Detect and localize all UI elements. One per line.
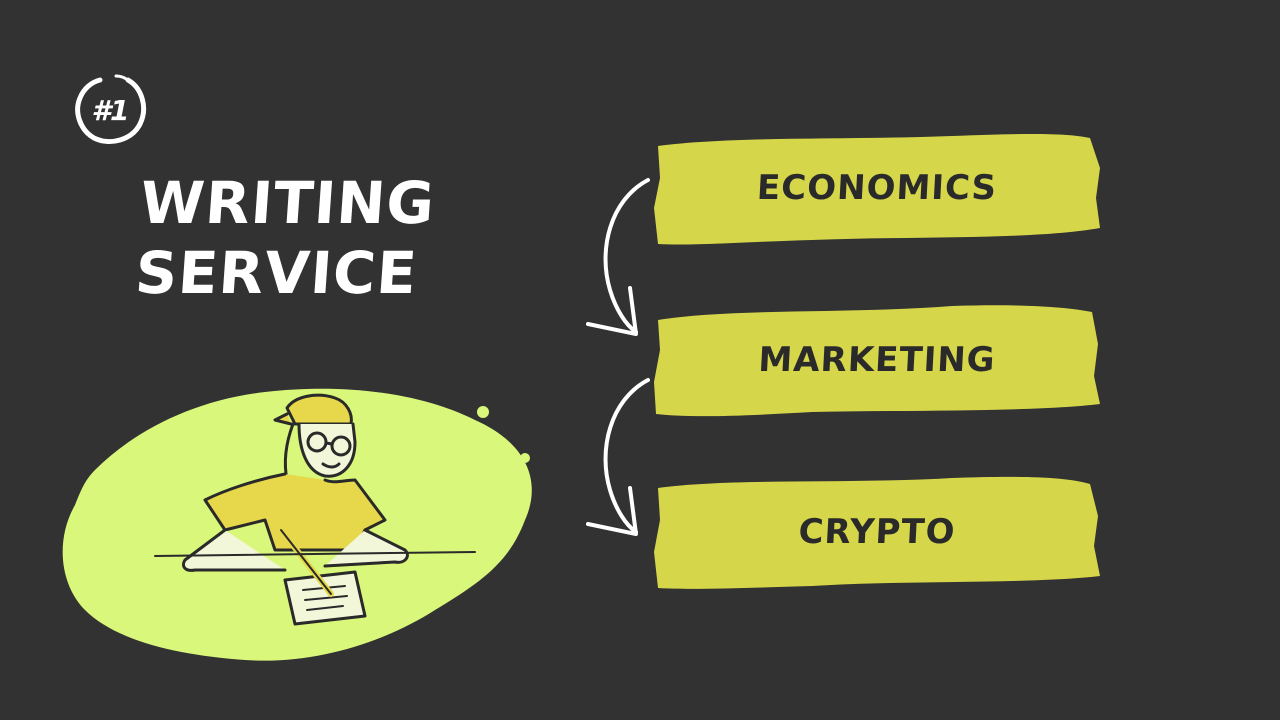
brush-stroke: [654, 476, 1100, 589]
topic-label: ECONOMICS: [755, 168, 999, 208]
person-icon: [154, 393, 476, 626]
badge-number: #1: [91, 93, 130, 127]
topic-crypto: CRYPTO: [652, 472, 1102, 592]
topic-label: MARKETING: [757, 340, 997, 380]
writer-illustration: [62, 388, 532, 661]
title-line-1: WRITING: [138, 169, 438, 237]
brush-stroke: [654, 305, 1100, 417]
topic-economics: ECONOMICS: [652, 128, 1102, 248]
page-title: WRITING SERVICE: [133, 168, 463, 308]
topic-marketing: MARKETING: [652, 300, 1102, 420]
arrow-down-icon: [586, 178, 650, 336]
rank-badge: #1: [70, 70, 150, 150]
brush-stroke: [654, 134, 1100, 245]
title-line-2: SERVICE: [133, 239, 420, 307]
topic-label: CRYPTO: [797, 512, 957, 552]
brush-circle-icon: [75, 74, 146, 144]
arrow-down-icon: [586, 378, 650, 536]
